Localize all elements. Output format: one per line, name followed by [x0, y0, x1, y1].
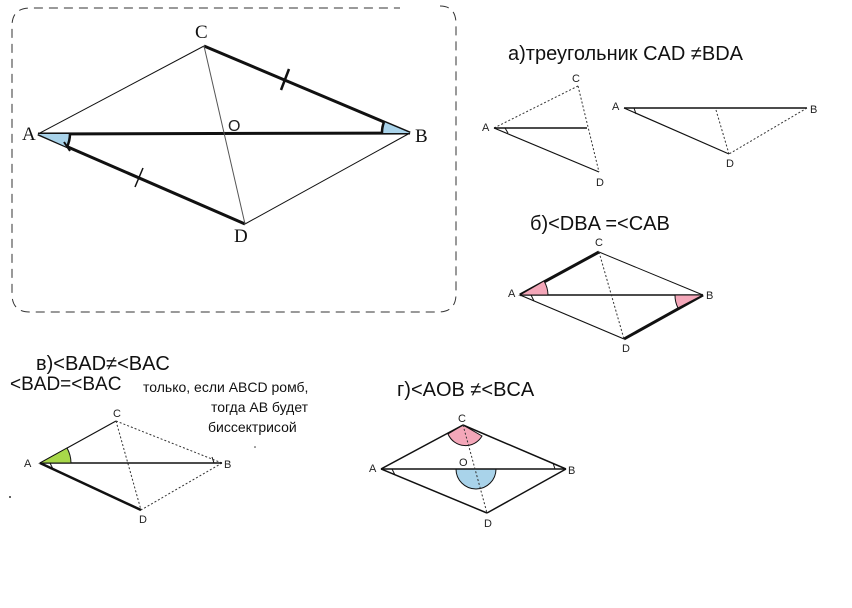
panel-v-note-line1-rest: только, если ABCD ромб, [143, 379, 308, 395]
main-side-cb [203, 44, 411, 135]
panel-b-label-c: C [595, 237, 603, 249]
panel-g-angle-b-tick [552, 462, 556, 470]
panel-b-angle-b-fill [674, 294, 704, 309]
panel-a2-label-a: A [612, 101, 620, 113]
main-angle-a-tick [63, 141, 71, 152]
panel-v-side-cb [115, 420, 223, 464]
panel-a2-label-b: B [810, 104, 817, 116]
panel-v-note-line1: <BAD=<BAC [10, 374, 121, 395]
panel-v-label-c: C [113, 408, 121, 420]
main-angle-a-fill [38, 134, 70, 147]
panel-v-angle-b-tick [211, 456, 215, 464]
main-side-da [37, 132, 246, 226]
main-diagonal-cd [203, 45, 246, 225]
main-angle-b-arc [380, 121, 386, 134]
panel-g-side-ac [380, 424, 464, 470]
panel-a1-label-a: A [482, 122, 490, 134]
panel-v-side-da [39, 461, 142, 512]
panel-v-note-line2: тогда AB будет [211, 399, 309, 415]
main-figure-frame [11, 5, 457, 313]
panel-g-angle-o-fill [455, 468, 497, 490]
stray-dot [9, 496, 11, 498]
panel-v-label-b: B [224, 459, 231, 471]
panel-a: а)треугольник CAD ≠BDA A C D A B D [482, 43, 817, 189]
panel-a-caption: а)треугольник CAD ≠BDA [508, 43, 744, 65]
panel-v-note-line3: биссектрисой [208, 419, 297, 435]
main-side-ac [37, 45, 205, 135]
main-tick-da [134, 167, 144, 188]
panel-g-caption: г)<AOB ≠<BCA [397, 379, 535, 401]
panel-g-label-d: D [484, 518, 492, 530]
panel-g-label-o: O [459, 457, 468, 469]
panel-g-side-cb [462, 424, 567, 470]
panel-g-side-bd [486, 468, 567, 514]
main-angle-b-fill [381, 122, 410, 133]
panel-g-angle-a-tick [391, 468, 396, 476]
panel-v-label-a: A [24, 458, 32, 470]
panel-v-angle-a-fill [38, 447, 72, 464]
panel-g-label-b: B [568, 465, 575, 477]
main-side-bd [244, 132, 411, 225]
panel-b-label-a: A [508, 288, 516, 300]
panel-g-angle-c-fill [447, 424, 483, 447]
main-label-a: A [22, 124, 36, 145]
panel-a2-side-ad [623, 107, 730, 155]
stray-dot-2 [254, 446, 256, 448]
main-tick-cb [279, 68, 291, 91]
main-label-c: C [195, 22, 208, 43]
panel-b-side-cb [598, 251, 704, 296]
panel-a2-side-bd [728, 107, 808, 155]
panel-v-side-bd [140, 462, 223, 511]
main-label-b: B [415, 126, 428, 147]
panel-a2-dotted-od [715, 109, 730, 155]
panel-g: г)<AOB ≠<BCA A B C D O [369, 379, 575, 530]
panel-b-side-da [519, 294, 625, 340]
panel-b: б)<DBA =<CAB A B C D [508, 213, 713, 355]
panel-g-side-da [380, 468, 488, 514]
panel-b-label-d: D [622, 343, 630, 355]
panel-g-label-c: C [458, 413, 466, 425]
panel-v-angle-tick [49, 462, 54, 470]
main-figure: A B C D O [11, 5, 457, 313]
panel-g-label-a: A [369, 463, 377, 475]
panel-b-label-b: B [706, 290, 713, 302]
panel-a1-label-d: D [596, 177, 604, 189]
panel-v-diagonal-cd [115, 420, 142, 511]
panel-a1-side-ac [493, 85, 579, 129]
panel-b-angle-a-fill [518, 280, 549, 296]
panel-a2-label-d: D [726, 158, 734, 170]
panel-a1-side-cd [577, 85, 600, 173]
panel-a1-angle-tick [504, 127, 509, 134]
main-label-d: D [234, 226, 248, 247]
panel-b-angle-tick [530, 294, 535, 302]
panel-a2-angle-tick [633, 107, 637, 115]
panel-g-diagonal-cd [462, 424, 488, 514]
panel-v-label-d: D [139, 514, 147, 526]
panel-b-caption: б)<DBA =<CAB [530, 213, 670, 235]
panel-a1-side-ad [493, 127, 600, 173]
panel-v-caption: в)<BAD≠<BAC [36, 353, 170, 375]
panel-b-diagonal-cd [598, 251, 625, 340]
main-label-o: O [228, 118, 240, 135]
panel-v: в)<BAD≠<BAC <BAD=<BAC только, если ABCD … [10, 353, 309, 526]
panel-a1-label-c: C [572, 73, 580, 85]
